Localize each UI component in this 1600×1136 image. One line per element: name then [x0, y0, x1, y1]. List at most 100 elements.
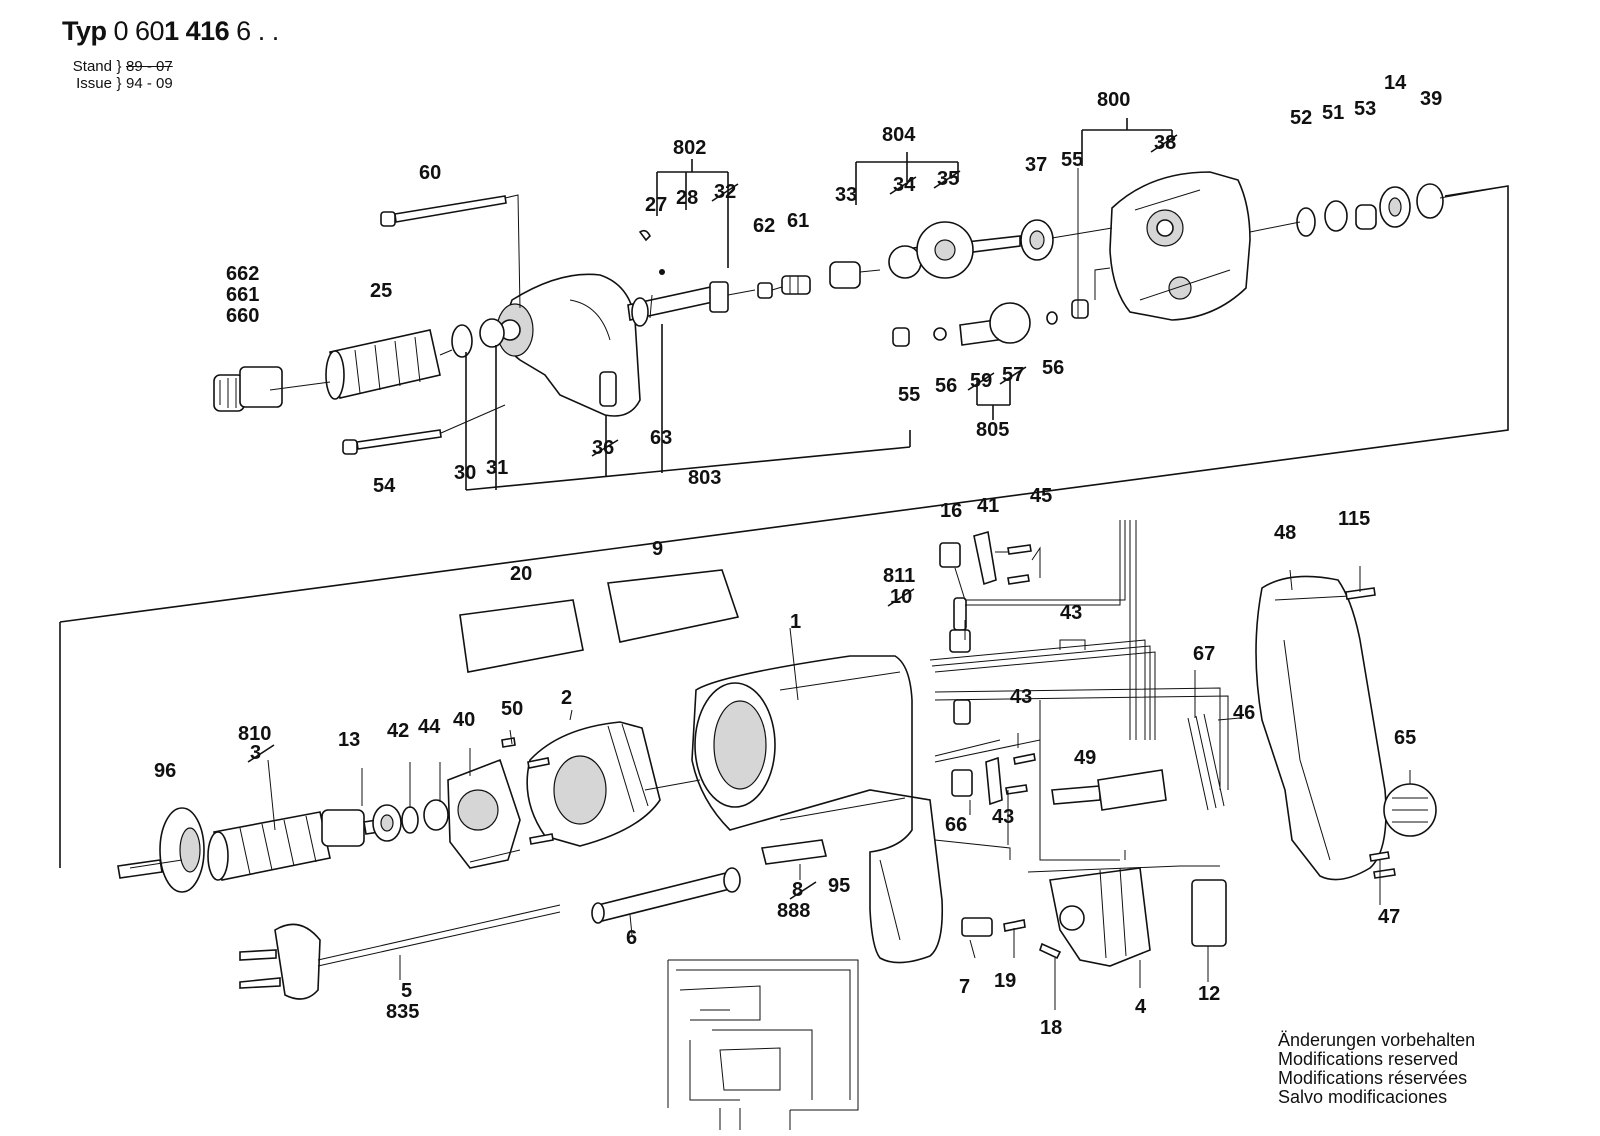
- screw-45a-part: [1007, 544, 1032, 555]
- part-53-label: 53: [1354, 98, 1376, 120]
- part-662-label: 662: [226, 263, 259, 285]
- ring-30-part: [451, 324, 473, 358]
- part-39-label: 39: [1420, 88, 1442, 110]
- washer-42-part: [401, 806, 419, 834]
- part-52-label: 52: [1290, 107, 1312, 129]
- part-16-label: 16: [940, 500, 962, 522]
- part-41-label: 41: [977, 495, 999, 517]
- part-27-label: 27: [645, 194, 667, 216]
- part-54-label: 54: [373, 475, 396, 497]
- part-40-label: 40: [453, 709, 475, 731]
- typ-suffix: 6 . .: [236, 16, 279, 46]
- part-2-label: 2: [561, 687, 572, 709]
- part-56-label: 56: [935, 375, 957, 397]
- part-47-label: 47: [1378, 906, 1400, 928]
- part-13-label: 13: [338, 729, 360, 751]
- screw-50b-part: [527, 757, 550, 769]
- part-63-label: 63: [650, 427, 672, 449]
- typ-prefix: 0 60: [113, 16, 165, 46]
- part-25-label: 25: [370, 280, 392, 302]
- screw-50c-part: [529, 833, 554, 845]
- capacitor-12-part: [1191, 879, 1227, 947]
- part-811-label: 811: [883, 565, 915, 587]
- brush-10-part: [949, 597, 971, 653]
- ring-51-part: [1324, 200, 1348, 232]
- part-95-label: 95: [828, 875, 850, 897]
- ring-52-part: [1296, 207, 1316, 237]
- part-56b-label: 56: [1042, 357, 1064, 379]
- wiring-diagram: [667, 959, 859, 1130]
- flange-800-part: [1109, 171, 1251, 321]
- model-type-heading: Typ 0 601 416 6 . .: [62, 16, 279, 47]
- brush-holder-16-part: [939, 542, 961, 568]
- bearing-13-part: [372, 804, 402, 842]
- bracket-804: [855, 152, 959, 205]
- leader-55: [1077, 168, 1111, 318]
- part-43b-label: 43: [1010, 686, 1032, 708]
- screw-60-part: [380, 195, 507, 227]
- note-en: Modifications reserved: [1278, 1049, 1459, 1069]
- screw-43b-part: [1013, 753, 1036, 765]
- bit-holder-part: [213, 366, 283, 412]
- tube-6-part: [591, 867, 741, 924]
- issue-label: Issue: [76, 75, 112, 92]
- part-31-label: 31: [486, 457, 508, 479]
- bracket-803: [465, 324, 911, 491]
- part-18-label: 18: [1040, 1017, 1062, 1039]
- screw-43a-part: [1005, 784, 1028, 795]
- part-65-label: 65: [1394, 727, 1416, 749]
- modifications-note: Änderungen vorbehalten Modifications res…: [1278, 1031, 1475, 1107]
- spindle-part: [627, 229, 729, 327]
- gear-shaft-804-part: [829, 221, 1021, 289]
- bracket-800: [1081, 118, 1173, 166]
- motor-housing-1-part: [691, 655, 944, 964]
- part-48-label: 48: [1274, 522, 1296, 544]
- part-55b-label: 55: [898, 384, 920, 406]
- stand-label: Stand: [72, 58, 112, 75]
- part-36-label: 36: [592, 437, 614, 459]
- clip-66-part: [985, 756, 1003, 806]
- label-plate-20: [459, 599, 584, 673]
- note-de: Änderungen vorbehalten: [1278, 1030, 1476, 1050]
- part-61-label: 61: [787, 210, 809, 232]
- label-8-part: [761, 839, 827, 865]
- part-67-label: 67: [1193, 643, 1215, 665]
- typ-label: Typ: [62, 16, 107, 46]
- washer-44-part: [423, 799, 449, 831]
- wires-46: [1187, 713, 1225, 811]
- screw-50a-part: [501, 737, 516, 748]
- part-660-label: 660: [226, 305, 259, 327]
- handle-shell-48-part: [1255, 575, 1387, 881]
- part-1-label: 1: [790, 611, 801, 633]
- clip-41-part: [973, 530, 997, 586]
- screw-54-part: [342, 429, 442, 455]
- part-55-label: 55: [1061, 149, 1083, 171]
- stand-value: 89 - 07: [126, 58, 173, 75]
- screw-47a-part: [1369, 851, 1390, 862]
- part-12-label: 12: [1198, 983, 1220, 1005]
- screw-45b-part: [1007, 574, 1030, 585]
- stand-issue-block: Stand}89 - 07 Issue}94 - 09: [62, 58, 173, 92]
- intermediate-gear-805-part: [892, 299, 1089, 347]
- sleeve-62-part: [757, 282, 773, 299]
- part-37-label: 37: [1025, 154, 1047, 176]
- part-44-label: 44: [418, 716, 441, 738]
- part-50-label: 50: [501, 698, 523, 720]
- issue-value: 94 - 09: [126, 75, 173, 92]
- part-803-label: 803: [688, 467, 721, 489]
- note-fr: Modifications réservées: [1278, 1068, 1468, 1088]
- part-802-label: 802: [673, 137, 706, 159]
- part-46-label: 46: [1233, 702, 1255, 724]
- mains-plug-5-part: [239, 904, 561, 1000]
- part-51-label: 51: [1322, 102, 1344, 124]
- part-6-label: 6: [626, 927, 637, 949]
- armature-3-part: [207, 809, 393, 881]
- part-810-label: 810: [238, 723, 271, 745]
- disc-31-part: [479, 318, 505, 348]
- air-guide-40-part: [447, 758, 521, 869]
- part-66-label: 66: [945, 814, 967, 836]
- part-49-label: 49: [1074, 747, 1096, 769]
- part-60-label: 60: [419, 162, 441, 184]
- wiring-43: [929, 520, 1229, 861]
